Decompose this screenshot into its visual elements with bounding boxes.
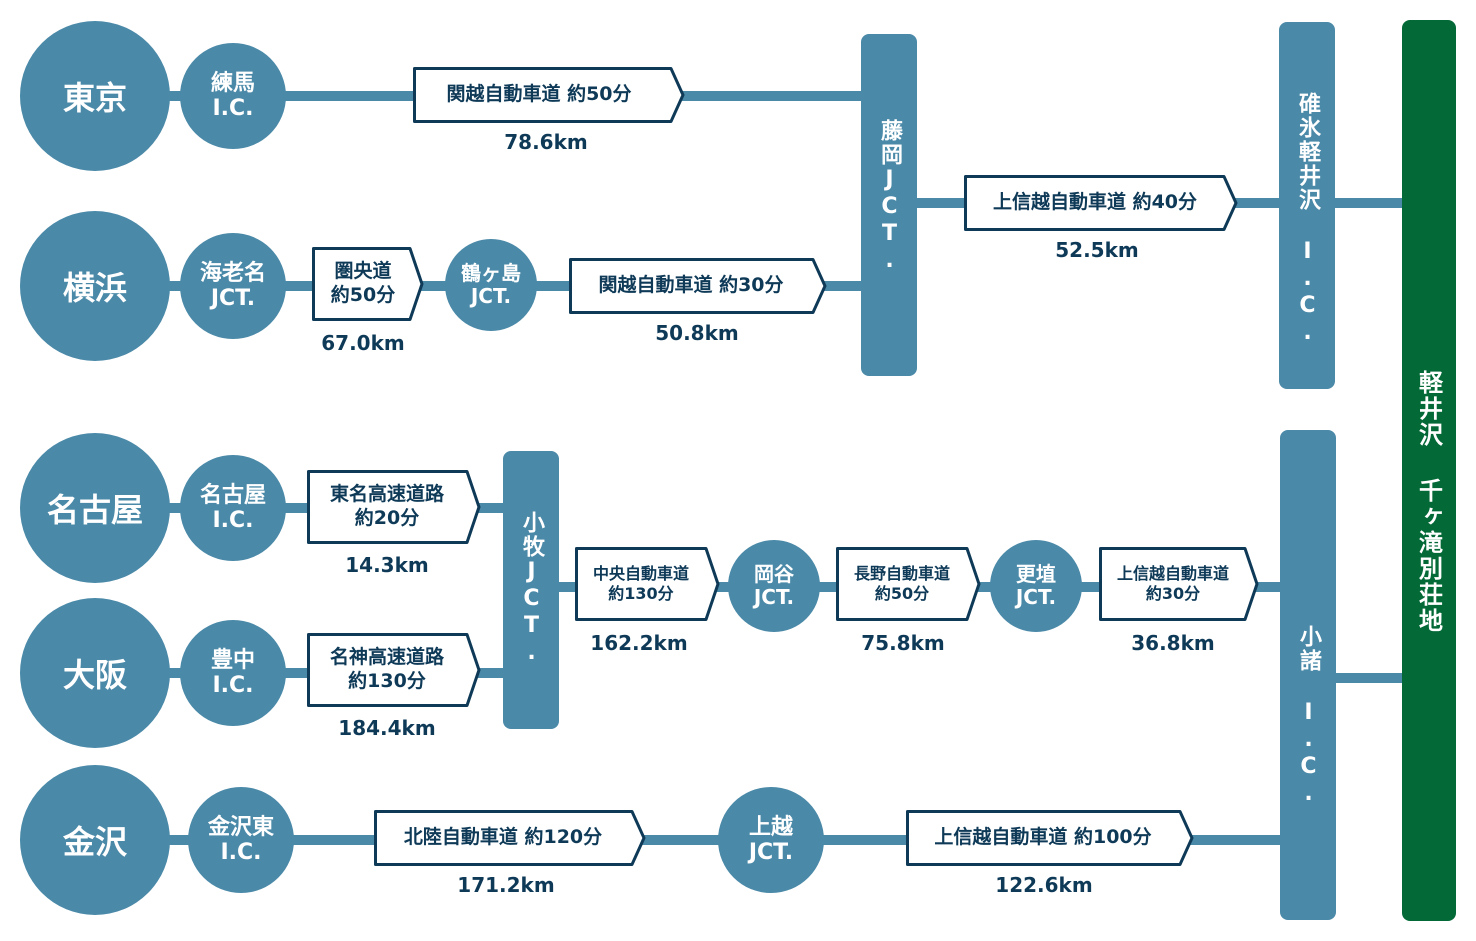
arrow-sign-outline (413, 67, 685, 123)
arrow-sign-shape (312, 247, 424, 321)
bar-label: 小諸 I.C. (1296, 625, 1321, 808)
road-label: 東名高速道路 約20分 (329, 483, 444, 529)
node-okaya-jct: 岡谷 JCT. (728, 540, 820, 632)
road-sign: 名神高速道路 約130分 (307, 633, 481, 707)
arrow-sign-outline (374, 810, 646, 866)
origin-label: 金沢 (62, 823, 127, 861)
bar-komoro-ic: 小諸 I.C. (1280, 430, 1336, 920)
arrow-sign-outline (836, 547, 981, 621)
node-koshoku-jct: 更埴 JCT. (990, 540, 1082, 632)
arrow-sign-shape (906, 810, 1194, 866)
arrow-sign-shape (307, 470, 481, 544)
road-sign: 中央自動車道 約130分 (575, 547, 720, 621)
arrow-sign-outline (575, 547, 720, 621)
arrow-sign-shape (1099, 547, 1259, 621)
origin-label: 東京 (62, 79, 127, 117)
arrow-sign-outline (307, 470, 481, 544)
route-line (1330, 673, 1410, 683)
road-label: 上信越自動車道 約30分 (1116, 564, 1229, 603)
origin-kanazawa: 金沢 (20, 765, 170, 915)
origin-nagoya: 名古屋 (20, 433, 170, 583)
origin-label: 名古屋 (46, 491, 143, 529)
road-distance: 52.5km (1055, 238, 1139, 262)
arrow-sign-outline (964, 175, 1238, 231)
road-label: 北陸自動車道 約120分 (403, 826, 603, 849)
road-label: 長野自動車道 約50分 (853, 564, 950, 603)
arrow-sign-shape (413, 67, 685, 123)
arrow-sign-shape (575, 547, 720, 621)
bar-label: 小牧JCT. (519, 511, 544, 667)
road-sign: 上信越自動車道 約40分 (964, 175, 1238, 231)
node-tsurugashima-jct: 鶴ヶ島 JCT. (445, 239, 537, 331)
origin-label: 横浜 (62, 269, 127, 307)
road-distance: 122.6km (995, 873, 1093, 897)
road-sign: 東名高速道路 約20分 (307, 470, 481, 544)
destination-label: 軽井沢 千ヶ滝別荘地 (1414, 370, 1443, 634)
route-line (1330, 198, 1410, 208)
road-distance: 36.8km (1131, 631, 1215, 655)
road-label: 関越自動車道 約50分 (446, 83, 632, 106)
road-label: 中央自動車道 約130分 (592, 564, 689, 603)
bar-usui-karuizawa-ic: 碓氷軽井沢 I.C. (1279, 22, 1335, 389)
road-sign: 長野自動車道 約50分 (836, 547, 981, 621)
road-distance: 14.3km (345, 553, 429, 577)
road-distance: 50.8km (655, 321, 739, 345)
arrow-sign-shape (836, 547, 981, 621)
origin-yokohama: 横浜 (20, 211, 170, 361)
arrow-sign-outline (1099, 547, 1259, 621)
bar-label: 藤岡JCT. (877, 119, 902, 275)
road-label: 圏央道 約50分 (330, 260, 396, 306)
road-sign: 北陸自動車道 約120分 (374, 810, 646, 866)
road-label: 関越自動車道 約30分 (598, 274, 784, 297)
road-label: 名神高速道路 約130分 (329, 646, 444, 692)
arrow-sign-shape (569, 258, 827, 314)
arrow-sign-outline (312, 247, 424, 321)
road-label: 上信越自動車道 約100分 (934, 826, 1152, 849)
road-distance: 162.2km (590, 631, 688, 655)
bar-fujioka-jct: 藤岡JCT. (861, 34, 917, 376)
origin-osaka: 大阪 (20, 598, 170, 748)
road-distance: 184.4km (338, 716, 436, 740)
node-kanazawa-higashi-ic: 金沢東 I.C. (188, 787, 294, 893)
node-joetsu-jct: 上越 JCT. (718, 787, 824, 893)
road-sign: 圏央道 約50分 (312, 247, 424, 321)
road-sign: 関越自動車道 約50分 (413, 67, 685, 123)
road-distance: 75.8km (861, 631, 945, 655)
node-ebina-jct: 海老名 JCT. (180, 233, 286, 339)
node-nagoya-ic: 名古屋 I.C. (180, 455, 286, 561)
arrow-sign-shape (307, 633, 481, 707)
bar-komaki-jct: 小牧JCT. (503, 451, 559, 729)
arrow-sign-outline (569, 258, 827, 314)
road-sign: 上信越自動車道 約30分 (1099, 547, 1259, 621)
road-sign: 上信越自動車道 約100分 (906, 810, 1194, 866)
arrow-sign-outline (906, 810, 1194, 866)
bar-label: 碓氷軽井沢 I.C. (1295, 92, 1320, 347)
road-distance: 78.6km (504, 130, 588, 154)
arrow-sign-shape (374, 810, 646, 866)
node-nerima-ic: 練馬 I.C. (180, 43, 286, 149)
node-toyonaka-ic: 豊中 I.C. (180, 620, 286, 726)
destination-karuizawa-sengataki: 軽井沢 千ヶ滝別荘地 (1402, 20, 1456, 921)
arrow-sign-shape (964, 175, 1238, 231)
road-distance: 67.0km (321, 331, 405, 355)
road-distance: 171.2km (457, 873, 555, 897)
road-label: 上信越自動車道 約40分 (992, 191, 1198, 214)
origin-tokyo: 東京 (20, 21, 170, 171)
arrow-sign-outline (307, 633, 481, 707)
origin-label: 大阪 (62, 656, 127, 694)
road-sign: 関越自動車道 約30分 (569, 258, 827, 314)
